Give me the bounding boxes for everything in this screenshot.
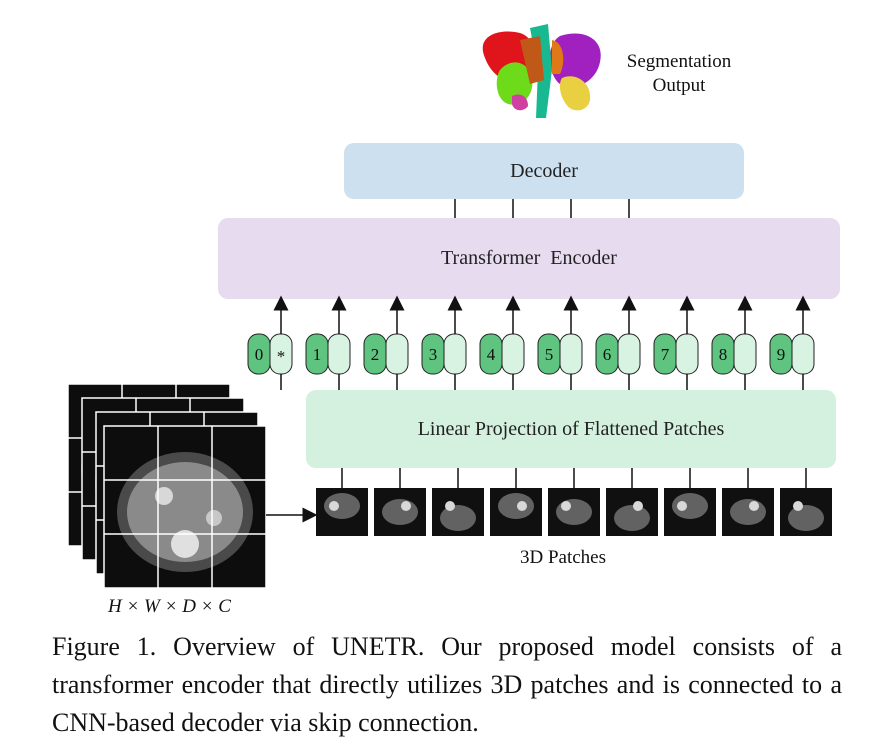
patch-detail	[677, 501, 687, 511]
volume-slice	[103, 425, 267, 589]
token-index-label: 4	[487, 345, 496, 364]
patch-strips	[316, 468, 832, 536]
patch-tissue	[382, 499, 418, 525]
token-pair: 6	[595, 295, 641, 390]
patch-token	[675, 333, 699, 375]
patch-detail	[633, 501, 643, 511]
token-index-label: 2	[371, 345, 380, 364]
patch-token	[733, 333, 757, 375]
patch-token	[791, 333, 815, 375]
patch-tissue	[556, 499, 592, 525]
class-token-star: *	[277, 347, 286, 366]
token-index-label: 7	[661, 345, 670, 364]
patch-tissue	[324, 493, 360, 519]
patch-tissue	[440, 505, 476, 531]
patch-detail	[517, 501, 527, 511]
patch-token	[443, 333, 467, 375]
patch-detail	[445, 501, 455, 511]
patch-token	[559, 333, 583, 375]
transformer-encoder-block: Transformer Encoder	[218, 218, 840, 299]
patch-tissue	[788, 505, 824, 531]
transformer-encoder-label: Transformer Encoder	[441, 247, 617, 269]
token-index-label: 1	[313, 345, 322, 364]
token-index-label: 6	[603, 345, 612, 364]
patch-token	[327, 333, 351, 375]
patch-token	[501, 333, 525, 375]
patch-detail	[749, 501, 759, 511]
patches-label: 3D Patches	[520, 547, 607, 568]
token-pair: 2	[363, 295, 409, 390]
patch-tissue	[498, 493, 534, 519]
token-pair: 1	[305, 295, 351, 390]
patch-detail	[329, 501, 339, 511]
decoder-label: Decoder	[510, 159, 578, 182]
segmentation-output-label: Segmentation Output	[626, 51, 732, 96]
token-pair: 4	[479, 295, 525, 390]
token-pair: 0*	[247, 295, 293, 390]
token-pair: 8	[711, 295, 757, 390]
input-volume-stack	[67, 383, 267, 589]
patch-tissue	[730, 499, 766, 525]
linear-projection-block: Linear Projection of Flattened Patches	[306, 390, 836, 468]
token-index-label: 3	[429, 345, 438, 364]
patch-token	[617, 333, 641, 375]
token-pair: 9	[769, 295, 815, 390]
token-index-label: 5	[545, 345, 554, 364]
skip-connection-lines	[454, 199, 630, 218]
input-dimensions-label: H × W × D × C	[108, 596, 231, 617]
figure-caption: Figure 1. Overview of UNETR. Our propose…	[52, 632, 842, 737]
token-pair: 3	[421, 295, 467, 390]
patch-tissue	[672, 493, 708, 519]
patch-detail	[401, 501, 411, 511]
token-index-label: 9	[777, 345, 786, 364]
linear-projection-label: Linear Projection of Flattened Patches	[417, 417, 725, 440]
token-pair: 5	[537, 295, 583, 390]
patch-token	[385, 333, 409, 375]
decoder-block: Decoder	[344, 143, 744, 199]
patch-tissue	[614, 505, 650, 531]
organ-segmentation-shapes	[482, 24, 601, 118]
token-index-label: 8	[719, 345, 728, 364]
patch-detail	[561, 501, 571, 511]
token-pair: 7	[653, 295, 699, 390]
token-index-label: 0	[255, 345, 264, 364]
patch-detail	[793, 501, 803, 511]
